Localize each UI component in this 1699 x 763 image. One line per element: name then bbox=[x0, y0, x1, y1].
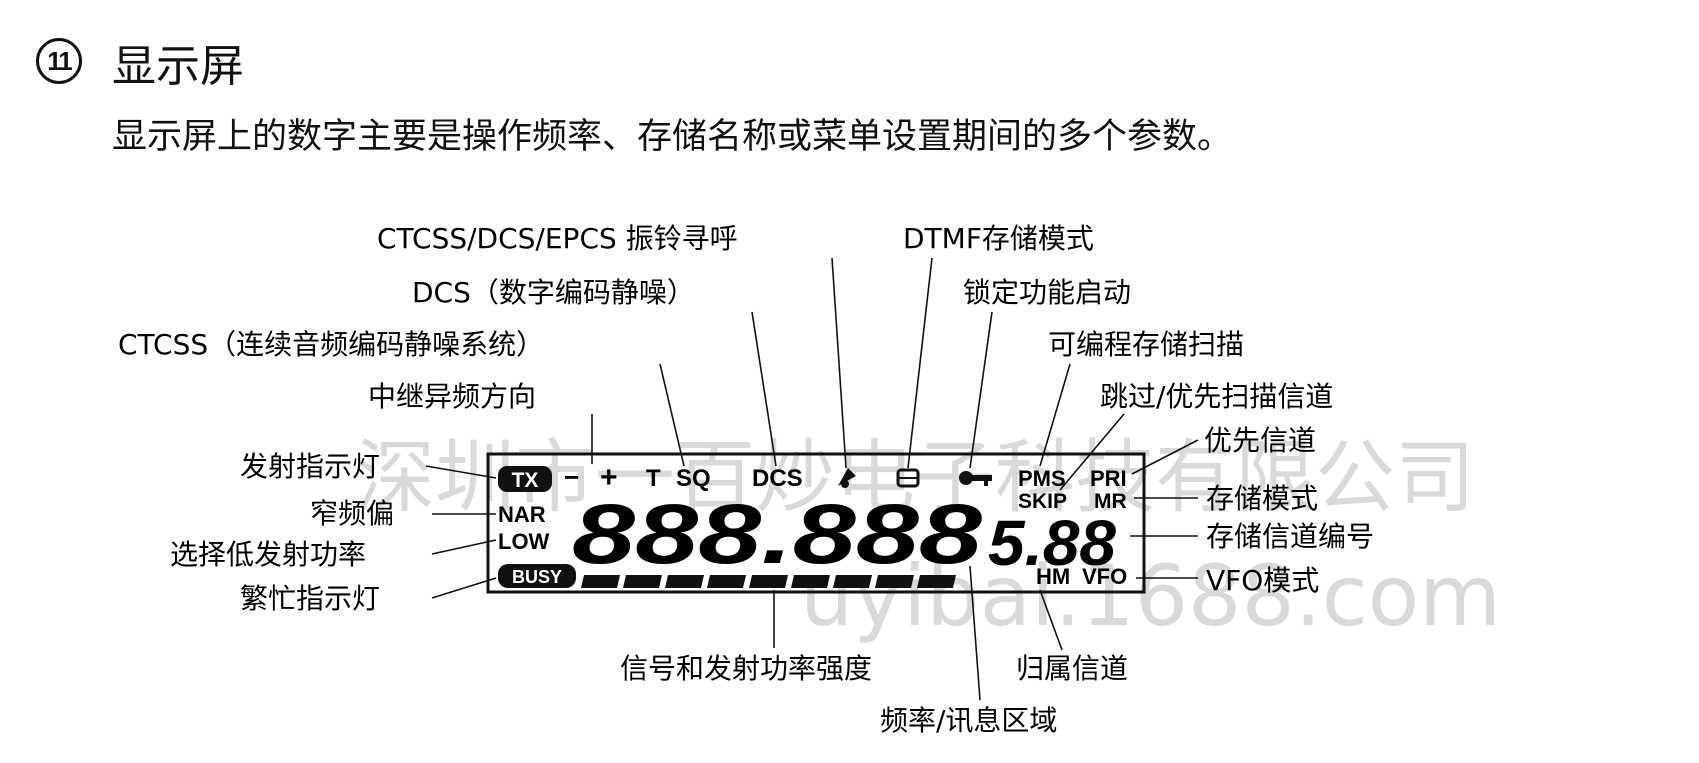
lcd-mr: MR bbox=[1094, 490, 1127, 513]
label-low-power: 选择低发射功率 bbox=[170, 538, 366, 571]
dtmf-memory-icon bbox=[896, 468, 920, 488]
section-title: 显示屏 bbox=[112, 41, 244, 92]
lcd-nar: NAR bbox=[498, 502, 546, 527]
lcd-t: T bbox=[646, 465, 661, 492]
label-repeater-shift: 中继异频方向 bbox=[368, 380, 536, 413]
lcd-plus: + bbox=[600, 461, 618, 494]
label-ctcss: CTCSS（连续音频编码静噪系统） bbox=[118, 328, 544, 361]
label-dtmf-memory: DTMF存储模式 bbox=[903, 222, 1094, 255]
label-ring-page: CTCSS/DCS/EPCS 振铃寻呼 bbox=[377, 222, 738, 255]
label-tx-indicator: 发射指示灯 bbox=[240, 450, 380, 483]
label-priority-channel: 优先信道 bbox=[1204, 424, 1316, 457]
label-memory-channel-number: 存储信道编号 bbox=[1206, 520, 1374, 553]
label-narrow: 窄频偏 bbox=[310, 497, 394, 530]
lcd-frame bbox=[486, 452, 1146, 594]
label-pms: 可编程存储扫描 bbox=[1048, 328, 1244, 361]
lcd-low: LOW bbox=[498, 529, 550, 554]
lcd-vfo: VFO bbox=[1082, 564, 1127, 589]
section-description: 显示屏上的数字主要是操作频率、存储名称或菜单设置期间的多个参数。 bbox=[112, 117, 1233, 157]
key-lock-icon bbox=[959, 471, 992, 486]
lcd-pms: PMS bbox=[1018, 466, 1066, 491]
lcd-main-digits: 888.888 bbox=[572, 487, 982, 581]
label-memory-mode: 存储模式 bbox=[1206, 482, 1318, 515]
label-busy-indicator: 繁忙指示灯 bbox=[240, 582, 380, 615]
watermark-url: uyibai.1688.com bbox=[800, 547, 1501, 645]
lcd-sq: SQ bbox=[676, 465, 711, 492]
lcd-skip: SKIP bbox=[1018, 490, 1067, 513]
label-vfo-mode: VFO模式 bbox=[1206, 564, 1319, 597]
lcd-sub-digits: 5.88 bbox=[988, 507, 1116, 579]
label-skip-priority: 跳过/优先扫描信道 bbox=[1100, 380, 1333, 413]
leader-lines bbox=[425, 257, 1199, 701]
lcd-hm: HM bbox=[1036, 564, 1070, 589]
label-lock-on: 锁定功能启动 bbox=[963, 276, 1131, 309]
lcd-pri: PRI bbox=[1090, 466, 1127, 491]
bell-icon bbox=[838, 468, 856, 488]
lcd-busy: BUSY bbox=[512, 567, 562, 587]
tx-badge bbox=[498, 466, 552, 492]
label-dcs: DCS（数字编码静噪） bbox=[412, 276, 695, 309]
signal-strength-bar bbox=[581, 575, 956, 588]
label-freq-message-area: 频率/讯息区域 bbox=[880, 704, 1057, 737]
section-number-badge: 11 bbox=[36, 38, 82, 84]
label-signal-strength: 信号和发射功率强度 bbox=[620, 652, 872, 685]
lcd-tx: TX bbox=[512, 469, 539, 492]
lcd-minus: − bbox=[564, 462, 579, 492]
label-home-channel: 归属信道 bbox=[1016, 652, 1128, 685]
busy-badge bbox=[498, 564, 576, 588]
lcd-dcs: DCS bbox=[752, 465, 803, 492]
